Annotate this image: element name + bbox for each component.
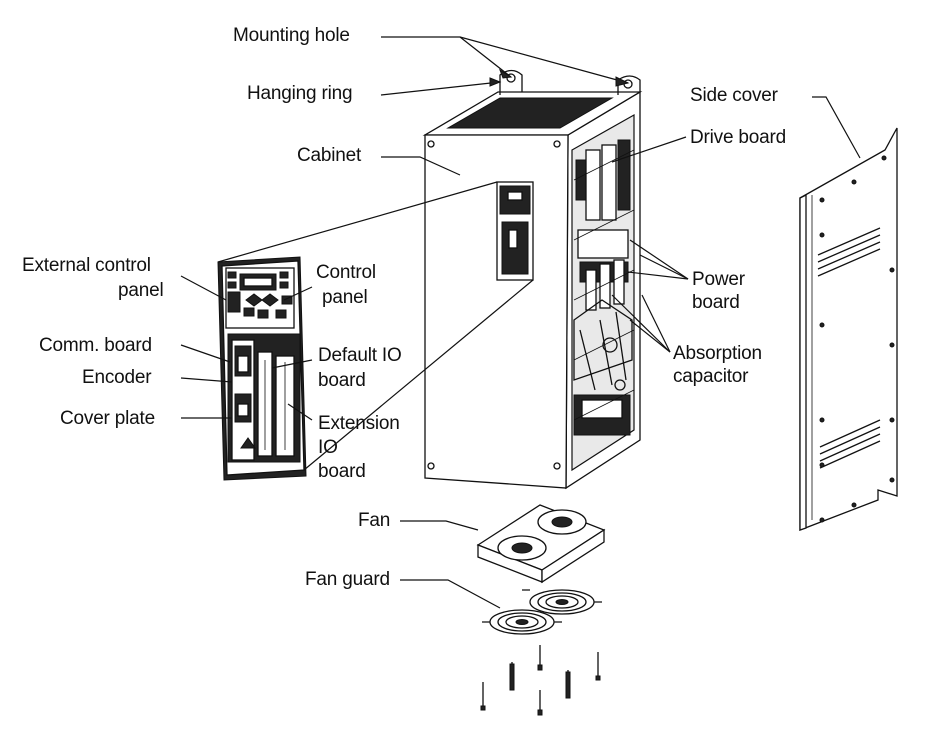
label-cabinet: Cabinet	[297, 145, 362, 166]
cabinet	[422, 69, 643, 490]
label-comm-board: Comm. board	[39, 335, 152, 356]
external-control-panel	[217, 256, 307, 481]
leader-lines	[180, 36, 861, 609]
label-default-io-board-line1: Default IO	[318, 345, 402, 366]
label-mounting-hole: Mounting hole	[233, 25, 350, 46]
label-hanging-ring: Hanging ring	[247, 83, 353, 104]
screws	[480, 645, 601, 716]
label-control-panel-line1: Control	[316, 262, 376, 283]
label-power-board-line1: Power	[692, 269, 745, 290]
label-cover-plate: Cover plate	[60, 408, 155, 429]
label-encoder: Encoder	[82, 367, 152, 388]
label-fan-guard: Fan guard	[305, 569, 390, 590]
label-extension-io-board-line3: board	[318, 461, 366, 482]
label-extension-io-board-line2: IO	[318, 437, 338, 458]
label-power-board-line2: board	[692, 292, 740, 313]
label-fan: Fan	[358, 510, 391, 531]
label-side-cover: Side cover	[690, 85, 778, 106]
label-control-panel-line2: panel	[322, 287, 368, 308]
label-default-io-board-line2: board	[318, 370, 366, 391]
label-extension-io-board-line1: Extension	[318, 413, 400, 434]
label-external-control-panel-line2: panel	[118, 280, 164, 301]
fan-guard	[482, 589, 602, 635]
label-absorption-capacitor-line1: Absorption	[673, 343, 762, 364]
label-drive-board: Drive board	[690, 127, 787, 148]
label-absorption-capacitor-line2: capacitor	[673, 366, 749, 387]
label-external-control-panel-line1: External control	[22, 255, 151, 276]
cabinet-internals	[571, 113, 635, 472]
side-cover	[799, 127, 898, 531]
fan	[476, 504, 606, 584]
